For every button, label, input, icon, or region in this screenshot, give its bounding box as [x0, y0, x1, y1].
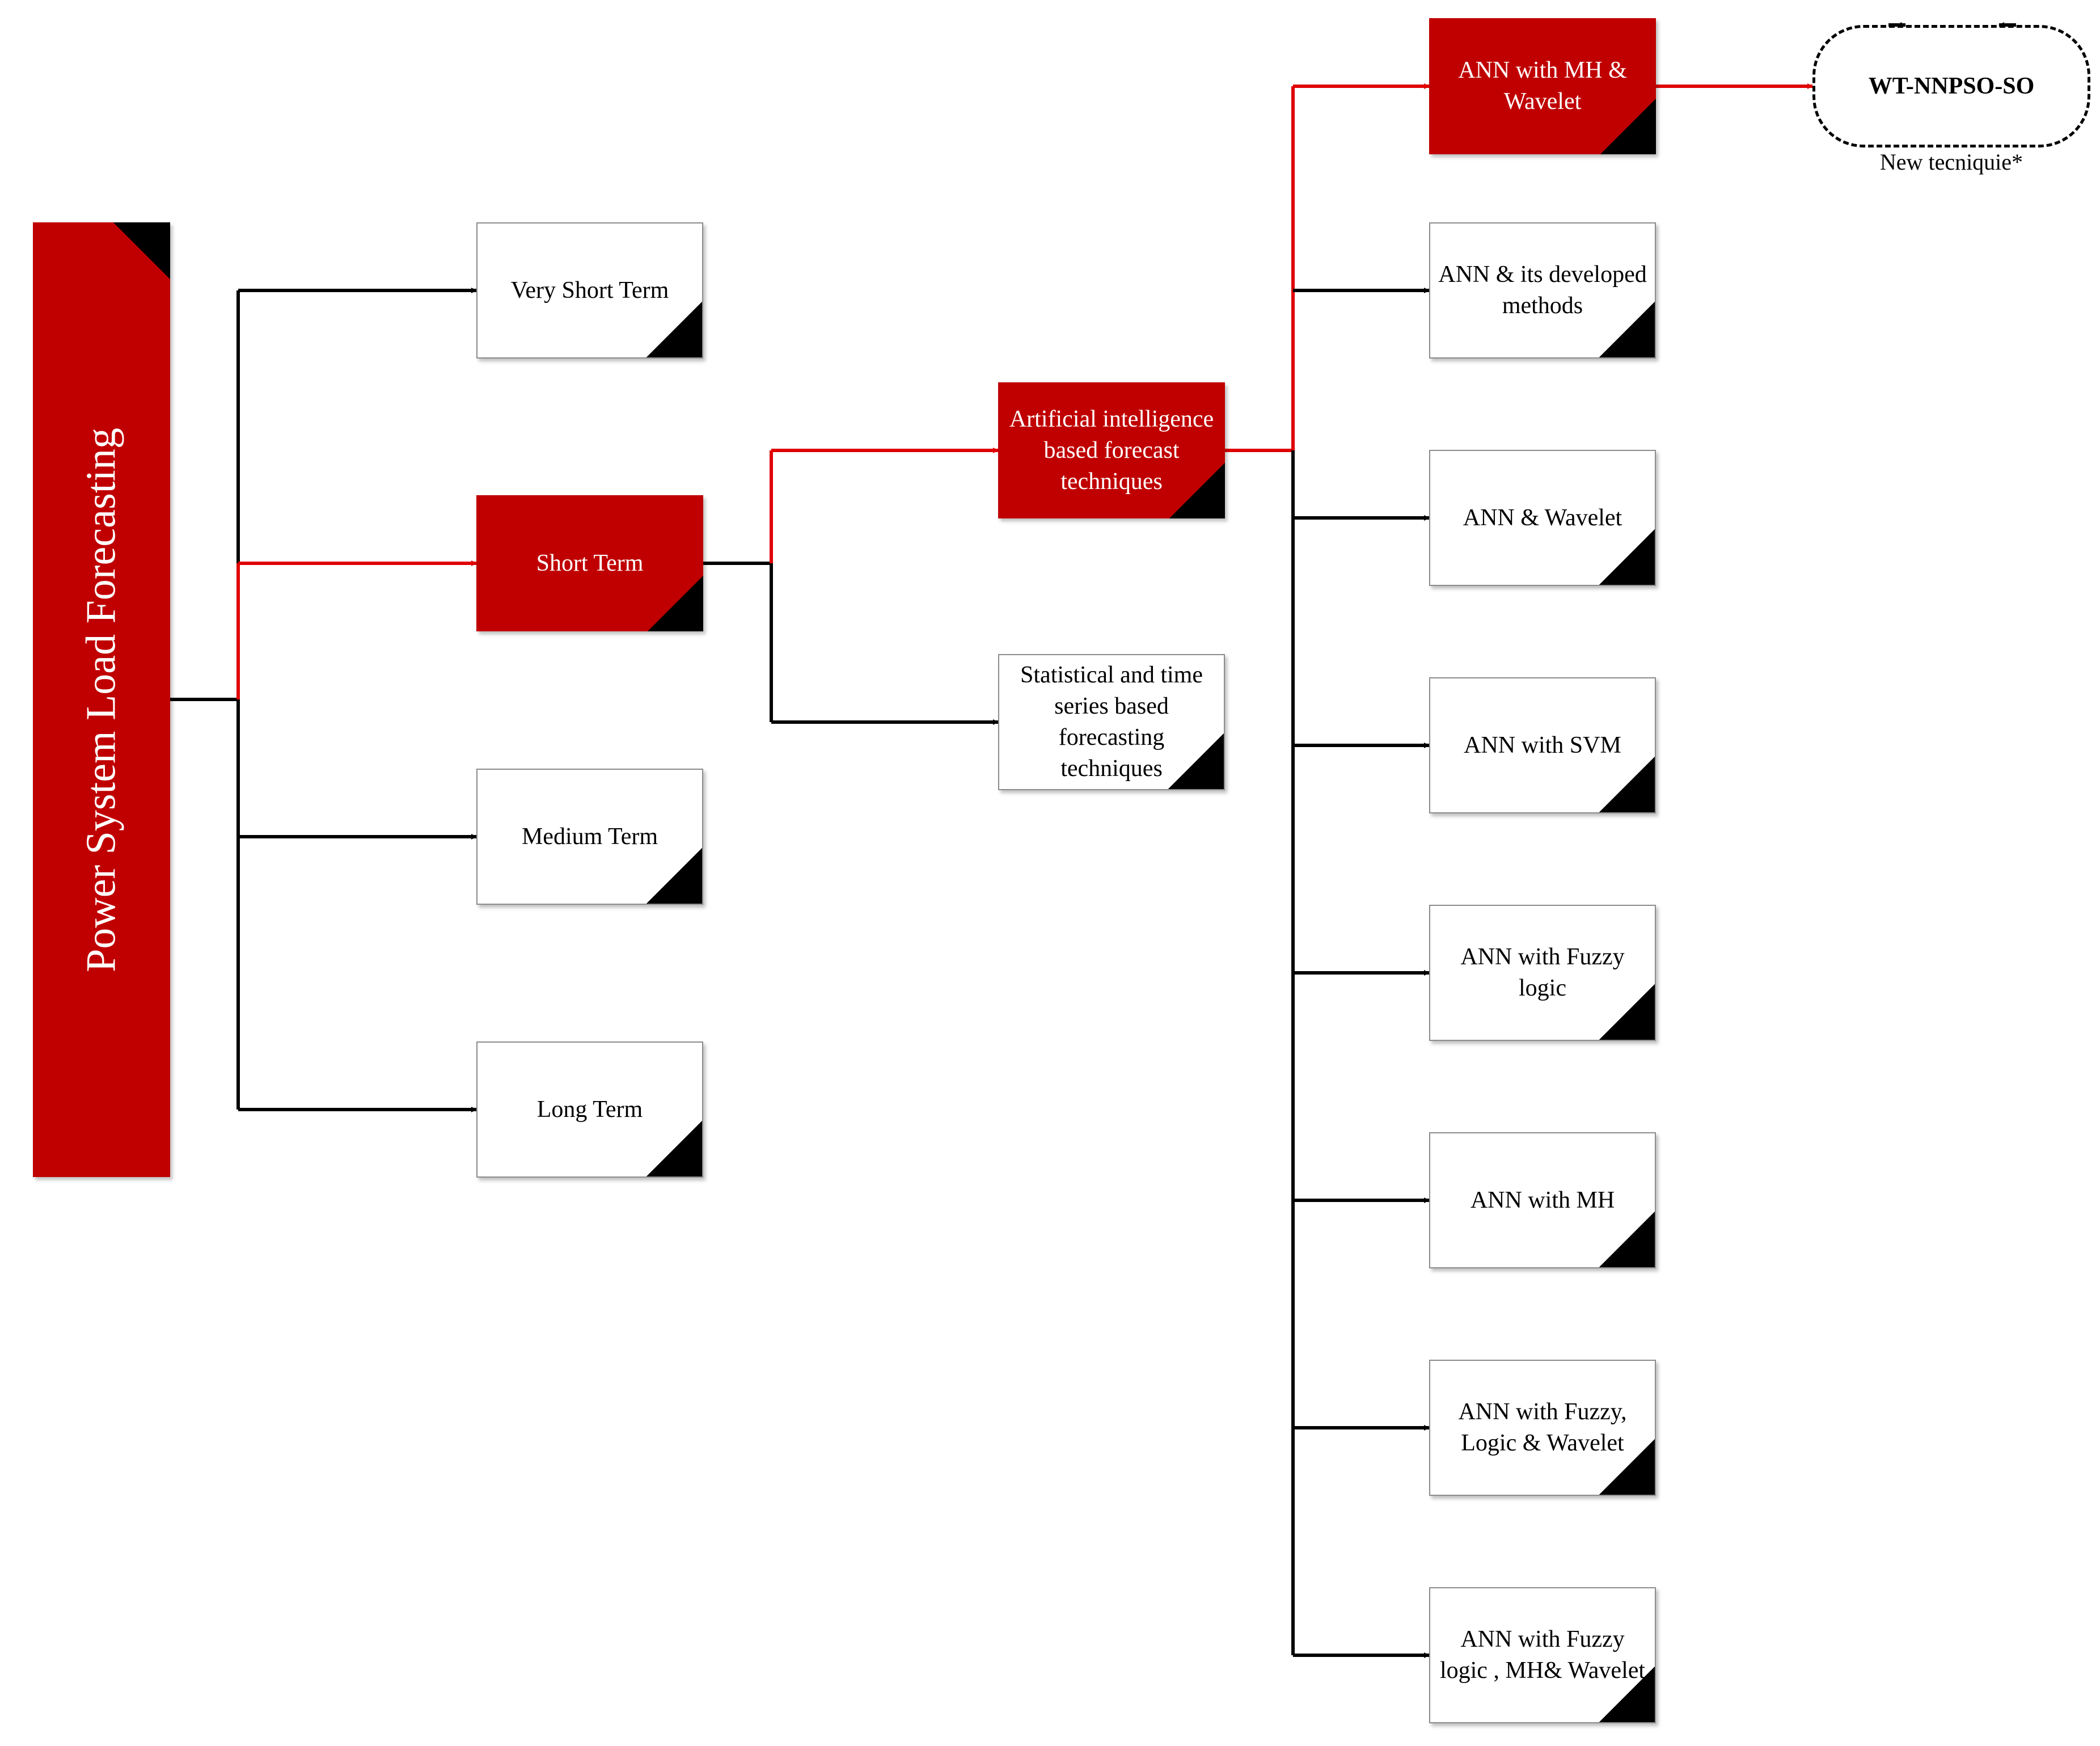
node-label: Artificial intelligence based forecast t… [1009, 406, 1214, 495]
corner-decoration [1600, 99, 1656, 154]
node-label: ANN & its developed methods [1438, 262, 1647, 319]
method-node-ann-fuzzy-mh-wavelet: ANN with Fuzzy logic , MH& Wavelet [1429, 1587, 1656, 1723]
node-label: ANN with Fuzzy logic , MH& Wavelet [1439, 1626, 1646, 1684]
root-node: Power System Load Forecasting [33, 222, 170, 1177]
corner-decoration [648, 576, 703, 631]
node-label: ANN with MH & Wavelet [1458, 57, 1627, 115]
new-technique-label: WT-NNPSO-SO [1868, 73, 2035, 99]
method-node-ann-fuzzy-wavelet: ANN with Fuzzy, Logic & Wavelet [1429, 1360, 1656, 1496]
corner-decoration [647, 1121, 702, 1176]
method-node-ann-developed: ANN & its developed methods [1429, 222, 1656, 359]
node-label: ANN with Fuzzy, Logic & Wavelet [1458, 1399, 1627, 1456]
corner-decoration [647, 848, 702, 904]
method-node-ann-fuzzy: ANN with Fuzzy logic [1429, 905, 1656, 1041]
node-label: Long Term [536, 1096, 643, 1123]
corner-decoration [1599, 529, 1655, 585]
corner-decoration [1169, 463, 1225, 518]
horizon-node-very-short-term: Very Short Term [476, 222, 703, 359]
corner-decoration [1599, 302, 1655, 357]
corner-decoration [1599, 1667, 1655, 1722]
new-technique-caption: New tecniquie* [1879, 149, 2023, 175]
corner-decoration [1168, 733, 1224, 789]
corner-decoration [1599, 757, 1655, 812]
method-node-ann-mh-wavelet: ANN with MH & Wavelet [1429, 18, 1656, 154]
node-label: ANN with MH [1470, 1187, 1615, 1213]
horizon-node-long-term: Long Term [476, 1041, 703, 1178]
node-label: Medium Term [521, 823, 658, 850]
corner-decoration [1599, 1439, 1655, 1495]
node-label: Very Short Term [510, 277, 669, 303]
corner-decoration [113, 222, 170, 279]
node-label: ANN with SVM [1464, 732, 1621, 758]
technique-node-ai-based: Artificial intelligence based forecast t… [998, 382, 1225, 518]
corner-decoration [1599, 984, 1655, 1040]
new-technique-node: WT-NNPSO-SO [1812, 25, 2090, 147]
method-node-ann-svm: ANN with SVM [1429, 677, 1656, 813]
horizon-node-medium-term: Medium Term [476, 769, 703, 905]
node-label: ANN with Fuzzy logic [1460, 944, 1625, 1001]
node-label: Statistical and time series based foreca… [1020, 662, 1203, 782]
node-label: Short Term [536, 550, 644, 576]
root-label: Power System Load Forecasting [78, 427, 125, 972]
corner-decoration [1599, 1212, 1655, 1267]
technique-node-statistical: Statistical and time series based foreca… [998, 654, 1225, 790]
method-node-ann-wavelet: ANN & Wavelet [1429, 450, 1656, 586]
node-label: ANN & Wavelet [1463, 504, 1622, 531]
corner-decoration [647, 302, 702, 357]
method-node-ann-mh: ANN with MH [1429, 1132, 1656, 1268]
horizon-node-short-term: Short Term [476, 495, 703, 631]
